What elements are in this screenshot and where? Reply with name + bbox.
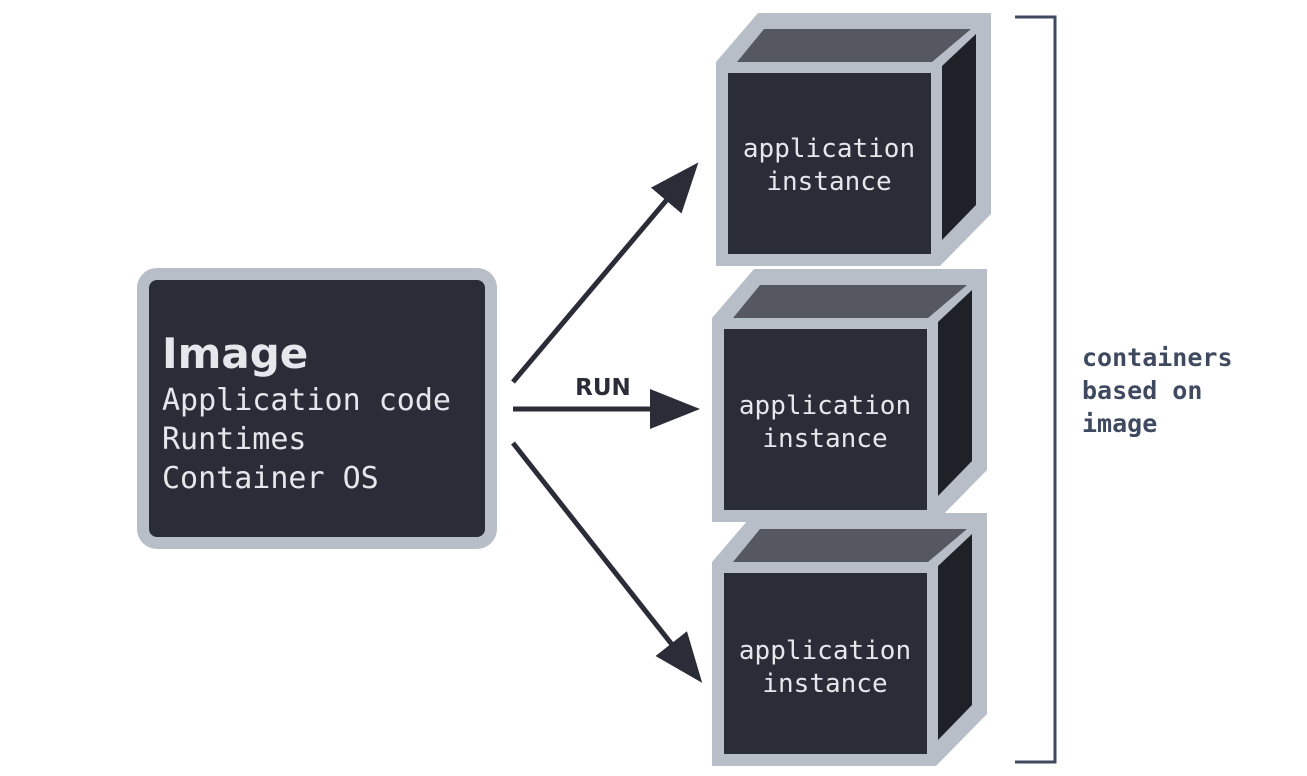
container-cube-1: application instance: [716, 13, 991, 266]
cube-3-side: [938, 534, 972, 740]
container-2-label-line-1: application: [739, 391, 911, 421]
image-box-frame: [137, 268, 497, 549]
bracket-label-line-1: containers: [1082, 343, 1233, 372]
container-2-label-line-2: instance: [762, 424, 887, 454]
cube-2-top: [733, 285, 967, 318]
image-box-line-2: Runtimes: [162, 422, 307, 457]
cube-1-front: [728, 73, 931, 254]
container-3-label-line-1: application: [739, 636, 911, 666]
container-cube-3: application instance: [712, 513, 987, 766]
cube-2-front: [724, 329, 927, 510]
bracket-label-line-2: based on: [1082, 376, 1202, 405]
arrow-to-container-3: [511, 441, 703, 683]
container-1-label-line-2: instance: [766, 167, 891, 197]
run-arrows: RUN: [511, 162, 703, 683]
container-3-label-line-2: instance: [762, 669, 887, 699]
cube-3-front: [724, 573, 927, 754]
container-cube-2: application instance: [712, 269, 987, 522]
cube-3-top: [733, 529, 967, 562]
cube-1-top: [737, 29, 971, 62]
arrow-to-container-1: [511, 162, 699, 384]
image-box-line-3: Container OS: [162, 461, 379, 496]
bracket-label-line-3: image: [1082, 409, 1157, 438]
cube-2-side: [938, 290, 972, 496]
image-box: Image Application code Runtimes Containe…: [137, 268, 497, 549]
cube-1-side: [942, 34, 976, 240]
containers-bracket: [1015, 15, 1057, 764]
run-label: RUN: [575, 375, 631, 401]
image-box-line-1: Application code: [162, 383, 451, 418]
container-1-label-line-1: application: [743, 134, 915, 164]
bracket-label: containers based on image: [1082, 343, 1233, 438]
image-box-title: Image: [162, 329, 308, 378]
